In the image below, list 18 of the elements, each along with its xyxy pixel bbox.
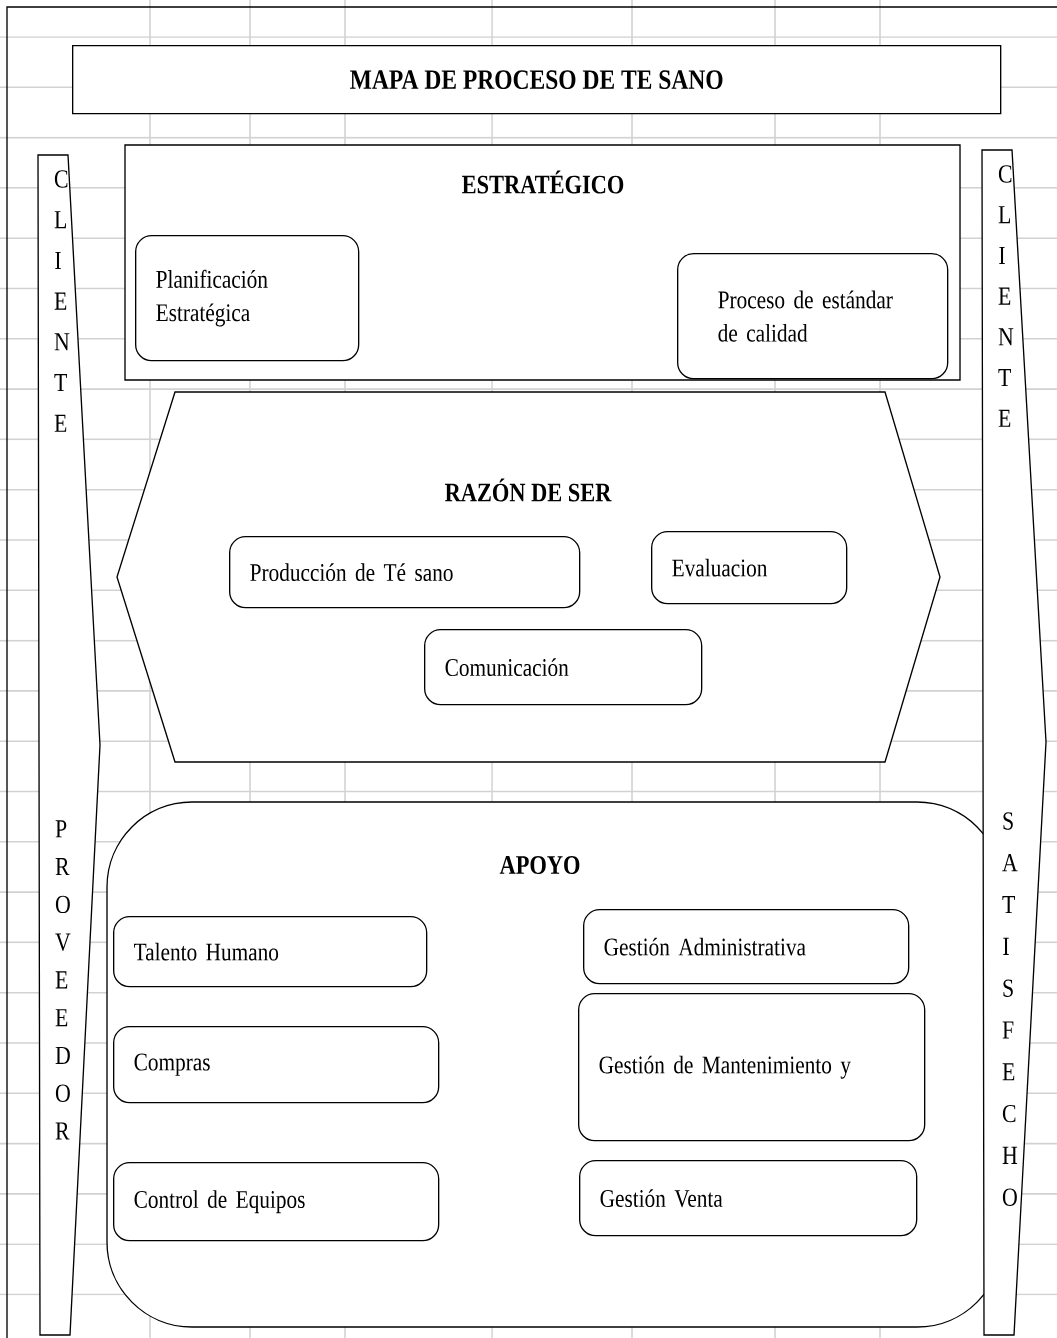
process-box: Producción de Té sano: [229, 536, 581, 609]
process-box: Comunicación: [424, 629, 703, 706]
process-box: Compras: [113, 1026, 440, 1104]
process-box: Planificación Estratégica: [135, 235, 360, 362]
chevron-arrow: [37, 154, 101, 1336]
vertical-label: CLIENTE: [54, 170, 70, 432]
process-box: Talento Humano: [113, 916, 428, 988]
process-box: Proceso de estándar de calidad: [677, 253, 949, 380]
process-box: Gestión Administrativa: [583, 909, 910, 985]
title-box: MAPA DE PROCESO DE TE SANO: [72, 45, 1002, 115]
process-box: Gestión de Mantenimiento y: [578, 993, 926, 1142]
vertical-label: PROVEEDOR: [55, 820, 71, 1140]
chevron-arrow: [981, 149, 1047, 1336]
vertical-label: CLIENTE: [998, 165, 1014, 427]
process-box: Gestión Venta: [579, 1160, 918, 1237]
vertical-label: SATISFECHO: [1002, 812, 1018, 1206]
process-box: Evaluacion: [651, 531, 848, 605]
process-box: Control de Equipos: [113, 1162, 440, 1242]
